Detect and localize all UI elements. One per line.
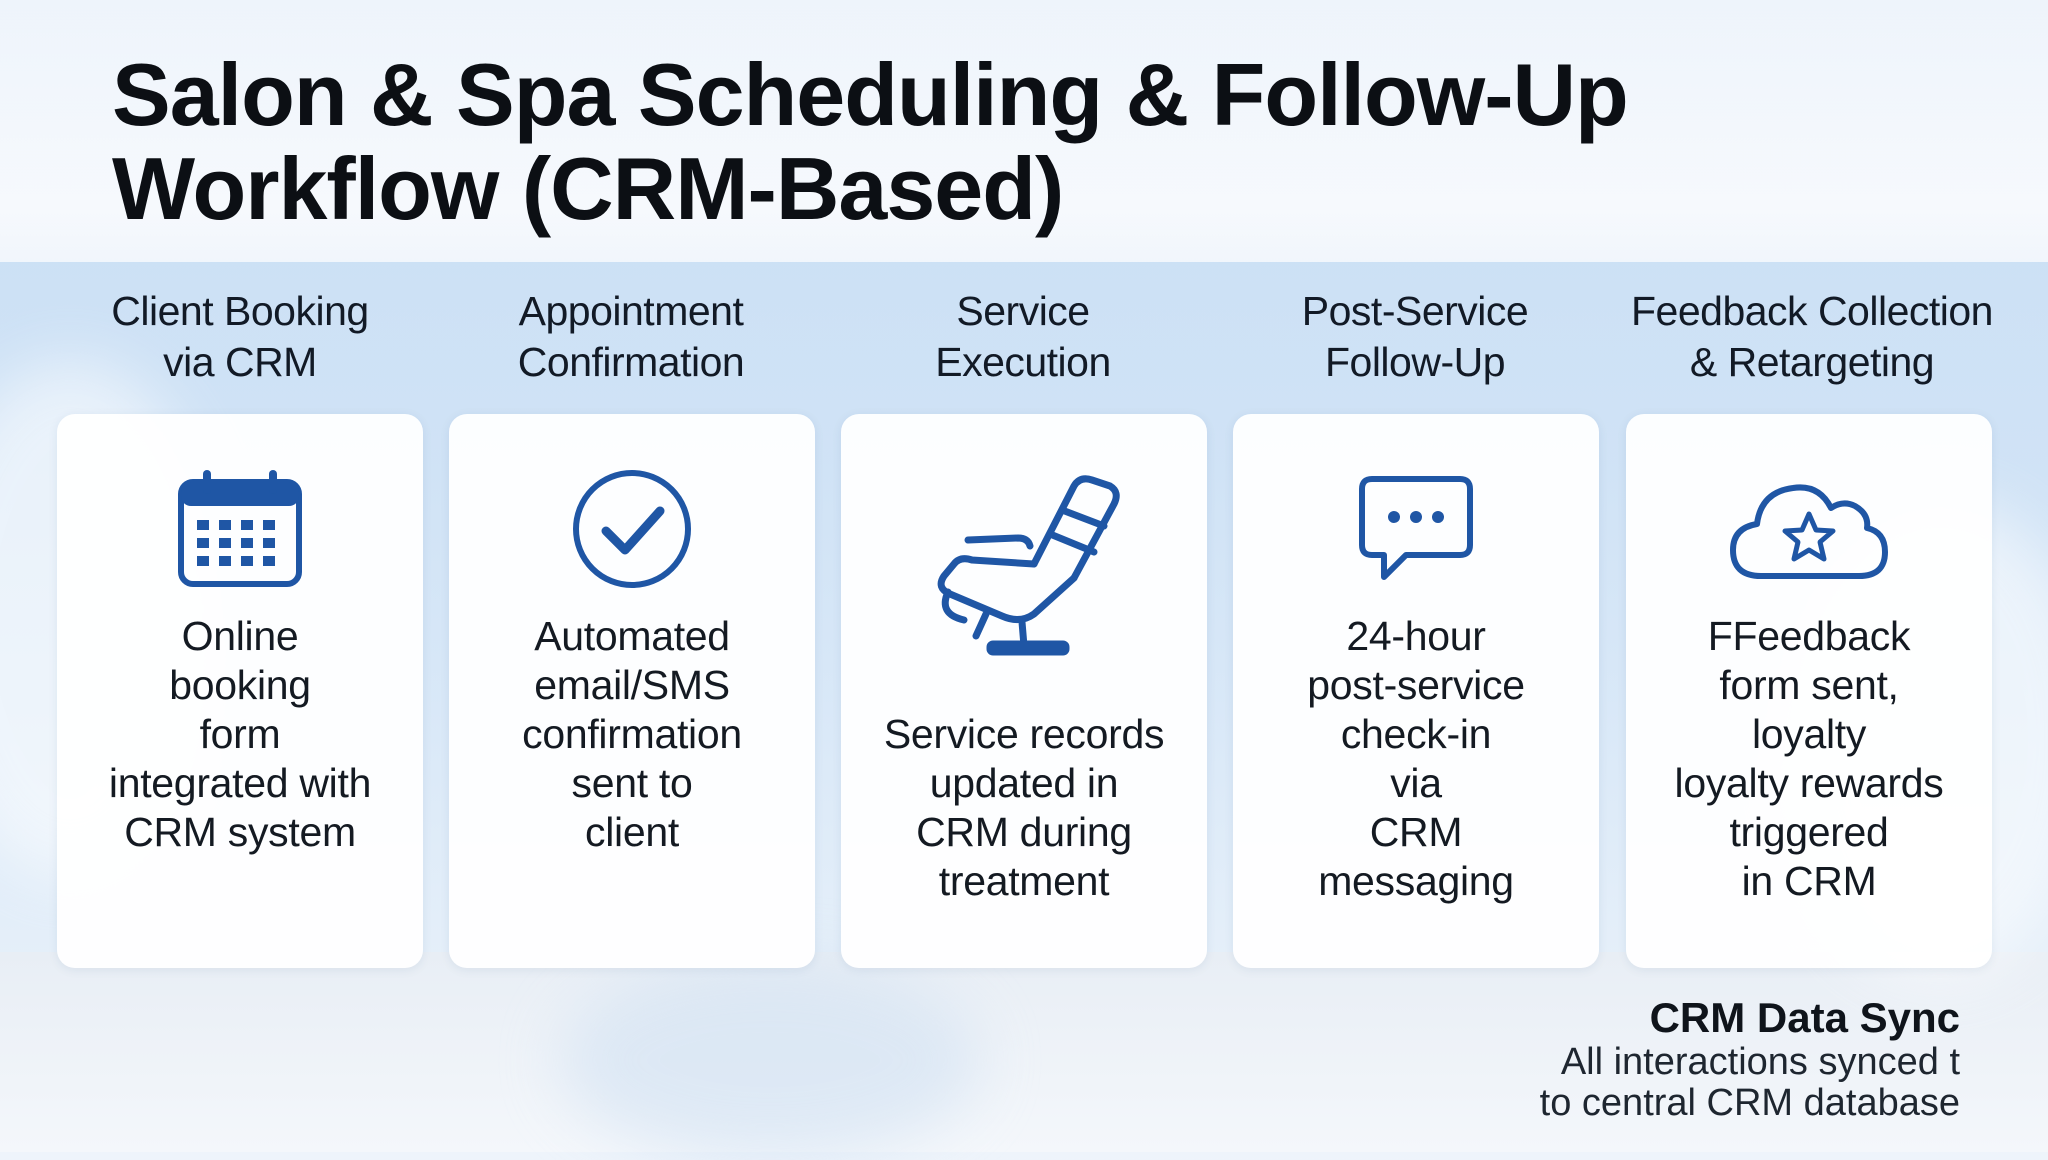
step-card-service-execution: Service records updated in CRM during tr…	[841, 414, 1207, 968]
step-card-appointment-confirmation: Automated email/SMS confirmation sent to…	[449, 414, 815, 968]
salon-chair-icon	[841, 464, 1207, 660]
check-circle-icon	[449, 454, 815, 604]
step-description: 24-hour post-service check-in via CRM me…	[1307, 613, 1525, 904]
sync-title: CRM Data Sync	[1649, 994, 1960, 1041]
step-appointment-confirmation: Appointment Confirmation	[436, 286, 826, 388]
step-description: Service records updated in CRM during tr…	[883, 711, 1165, 904]
step-title: Post-Service Follow-Up	[1301, 288, 1529, 385]
calendar-icon	[57, 454, 423, 604]
sync-text: All interactions synced t to central CRM…	[1539, 1041, 1960, 1124]
step-title: Client Booking via CRM	[111, 288, 369, 385]
background-blur	[560, 960, 980, 1160]
page-title: Salon & Spa Scheduling & Follow-Up Workf…	[112, 45, 1629, 238]
step-post-service-follow-up: Post-Service Follow-Up	[1220, 286, 1610, 388]
step-description: Automated email/SMS confirmation sent to…	[522, 613, 742, 855]
cloud-star-icon	[1626, 454, 1992, 604]
step-client-booking: Client Booking via CRM	[45, 286, 435, 388]
crm-sync-note: CRM Data Sync All interactions synced t …	[1540, 994, 1960, 1124]
step-description: FFeedback form sent, loyalty loyalty rew…	[1674, 613, 1944, 904]
step-card-client-booking: Online booking form integrated with CRM …	[57, 414, 423, 968]
step-service-execution: Service Execution	[828, 286, 1218, 388]
step-description: Online booking form integrated with CRM …	[108, 613, 372, 855]
chat-bubble-icon	[1233, 454, 1599, 604]
step-title: Appointment Confirmation	[517, 288, 745, 385]
step-card-feedback-collection: FFeedback form sent, loyalty loyalty rew…	[1626, 414, 1992, 968]
step-title: Service Execution	[935, 288, 1111, 385]
step-feedback-collection: Feedback Collection & Retargeting	[1617, 286, 2007, 388]
step-card-post-service-follow-up: 24-hour post-service check-in via CRM me…	[1233, 414, 1599, 968]
step-title: Feedback Collection & Retargeting	[1631, 288, 1993, 385]
